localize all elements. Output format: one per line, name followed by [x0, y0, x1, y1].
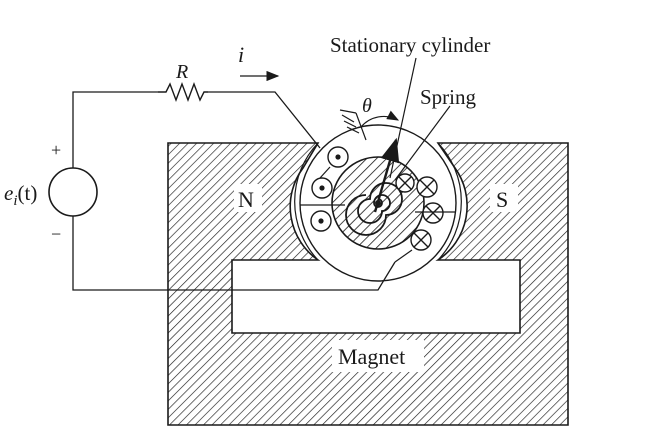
spring-spiral	[345, 182, 403, 236]
coil-conductors-out	[310, 146, 349, 232]
label-minus: −	[51, 224, 61, 244]
label-spring: Spring	[420, 85, 477, 109]
label-source-symbol: e	[4, 181, 13, 205]
label-south: S	[496, 187, 508, 212]
north-label-bg	[234, 184, 262, 212]
label-current: i	[238, 42, 244, 67]
voltage-source	[48, 167, 98, 217]
leader-spring	[394, 105, 451, 181]
magnet-label-bg	[332, 340, 424, 372]
label-magnet: Magnet	[338, 344, 405, 369]
coil-wiring	[300, 166, 455, 263]
label-plus: +	[51, 140, 61, 160]
leader-stationary-cylinder	[389, 57, 417, 179]
label-source-subscript: i	[13, 193, 17, 209]
coil-conductors-in	[395, 173, 444, 251]
south-label-bg	[490, 184, 518, 212]
label-source-arg: (t)	[18, 181, 38, 205]
circuit-wires	[72, 91, 396, 291]
pole-gap-arc-left	[294, 142, 319, 261]
pole-gap-arc-right	[437, 142, 462, 261]
label-resistor: R	[175, 61, 188, 83]
label-north: N	[238, 187, 254, 212]
resistor-symbol	[158, 82, 208, 102]
label-stationary-cylinder: Stationary cylinder	[330, 33, 490, 57]
theta-arc	[360, 110, 400, 128]
magnet-body	[167, 142, 569, 426]
pointer-arrow	[373, 137, 400, 213]
label-source: ei(t)	[4, 181, 37, 209]
label-theta: θ	[362, 95, 372, 117]
